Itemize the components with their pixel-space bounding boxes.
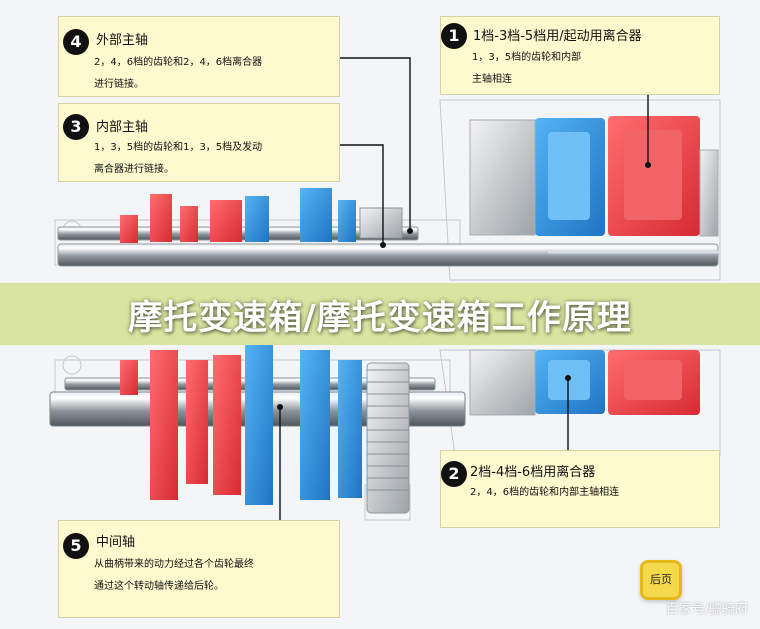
callout-description: 1，3，5档的齿轮和1，3，5档及发动 离合器进行链接。: [94, 137, 262, 181]
callout-number-badge: 3: [63, 114, 89, 140]
callout-outer-main-shaft: 4 外部主轴 2，4，6档的齿轮和2，4，6档离合器 进行链接。: [58, 16, 340, 97]
callout-description: 从曲柄带来的动力经过各个齿轮最终 通过这个转动轴传递给后轮。: [94, 554, 254, 598]
back-page-button[interactable]: 后页: [640, 560, 682, 600]
callout-title: 内部主轴: [96, 116, 148, 135]
callout-countershaft: 5 中间轴 从曲柄带来的动力经过各个齿轮最终 通过这个转动轴传递给后轮。: [58, 520, 340, 618]
callout-title: 中间轴: [96, 531, 135, 550]
callout-inner-main-shaft: 3 内部主轴 1，3，5档的齿轮和1，3，5档及发动 离合器进行链接。: [58, 103, 340, 182]
callout-title: 外部主轴: [96, 29, 148, 48]
watermark: 百家号/骠骑府: [666, 598, 748, 617]
callout-number-badge: 5: [63, 533, 89, 559]
callout-clutch-135-start: 1 1档-3档-5档用/起动用离合器 1，3，5档的齿轮和内部 主轴相连: [440, 16, 720, 95]
callout-title: 2档-4档-6档用离合器: [470, 461, 595, 480]
callout-description: 2，4，6档的齿轮和内部主轴相连: [470, 482, 619, 504]
page-title: 摩托变速箱/摩托变速箱工作原理: [128, 290, 631, 339]
callout-number-badge: 1: [441, 23, 467, 49]
callout-clutch-246: 2 2档-4档-6档用离合器 2，4，6档的齿轮和内部主轴相连: [440, 450, 720, 528]
title-banner: 摩托变速箱/摩托变速箱工作原理: [0, 283, 760, 345]
callout-number-badge: 2: [441, 461, 467, 487]
callout-number-badge: 4: [63, 29, 89, 55]
callout-title: 1档-3档-5档用/起动用离合器: [473, 25, 642, 44]
callout-description: 2，4，6档的齿轮和2，4，6档离合器 进行链接。: [94, 52, 262, 96]
callout-description: 1，3，5档的齿轮和内部 主轴相连: [472, 47, 581, 91]
